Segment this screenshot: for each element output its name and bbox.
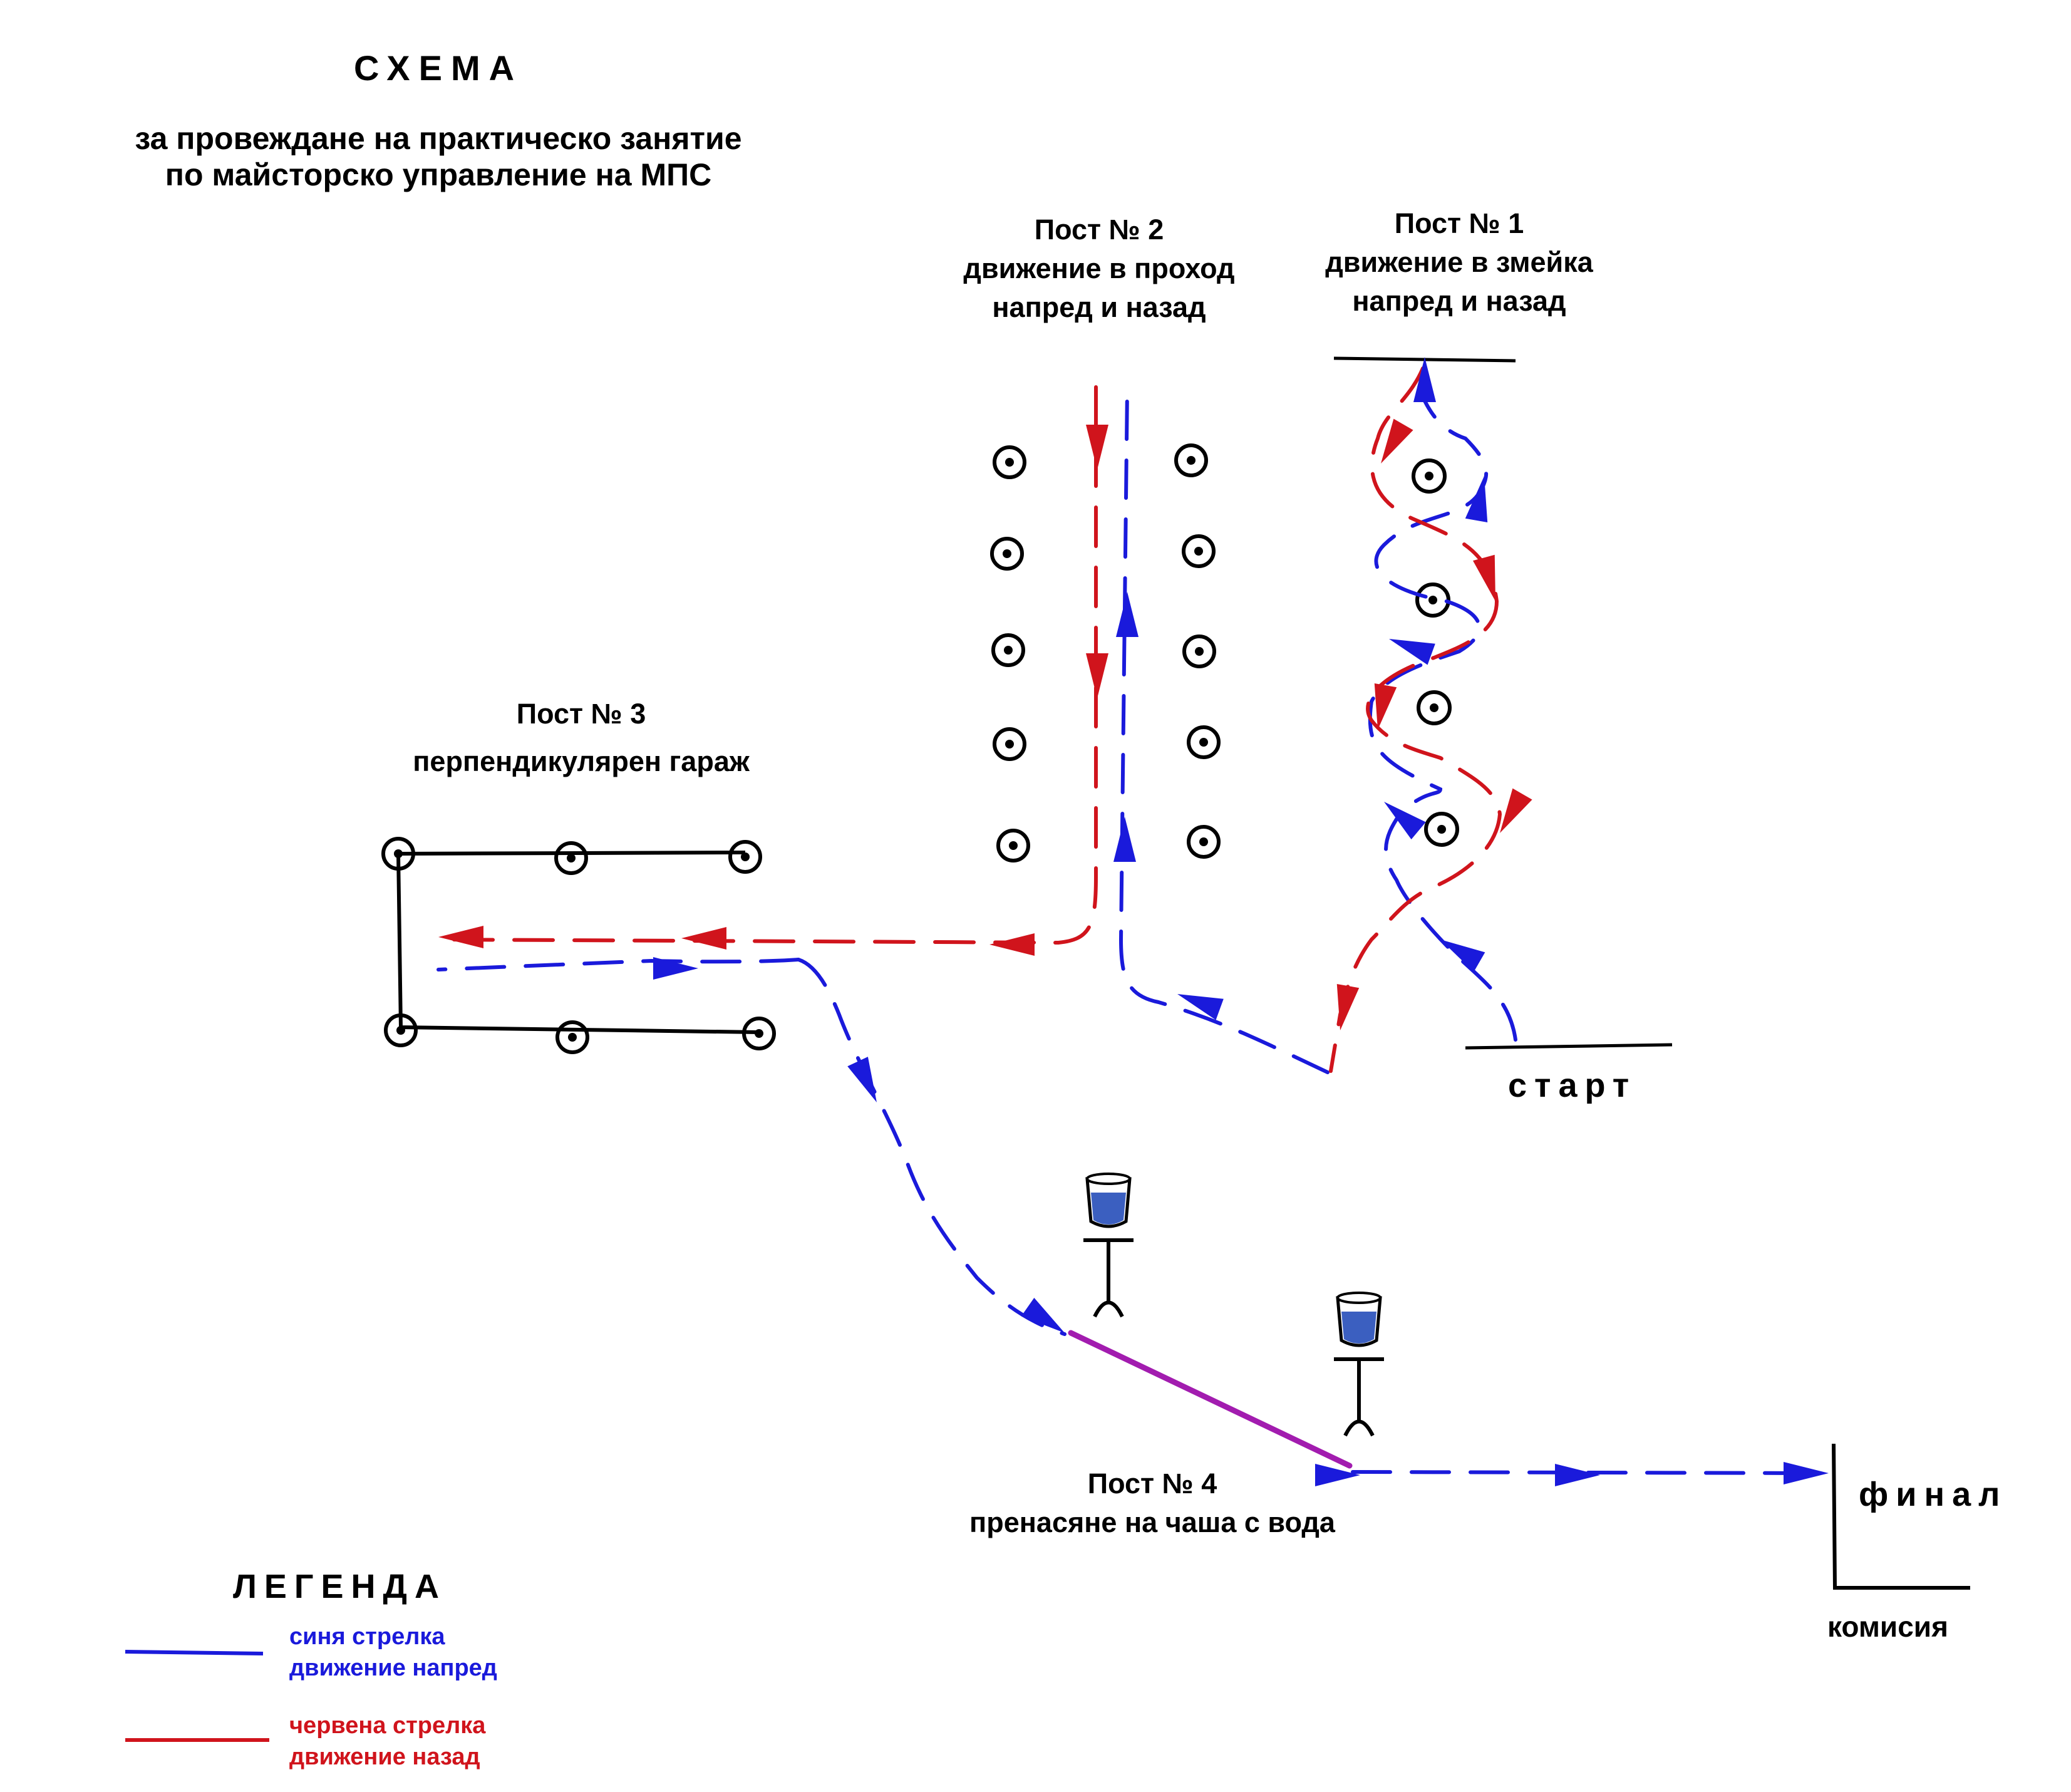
- post2-label: Пост № 2 движение в проход напред и наза…: [963, 210, 1234, 327]
- forward-path-to-finish: [1351, 1470, 1818, 1475]
- legend-red-text: червена стрелка движение назад: [289, 1710, 485, 1773]
- page-title: СХЕМА: [353, 48, 524, 88]
- red-arrowhead-icon: [1336, 983, 1360, 1030]
- backward-path-post2: [436, 385, 1098, 945]
- backward-path: [436, 366, 1502, 1073]
- post4-name: Пост № 4: [1087, 1468, 1217, 1499]
- post2-line-1: движение в проход: [963, 252, 1235, 284]
- subtitle-line-1: за провеждане на практическо занятие: [135, 121, 742, 156]
- legend-red-line-1: червена стрелка: [289, 1712, 486, 1739]
- commission-label: комисия: [1827, 1610, 1948, 1643]
- blue-arrowhead-icon: [1413, 357, 1436, 402]
- target-cone-icon: [996, 829, 1030, 862]
- post1-line-2: напред и назад: [1352, 285, 1566, 317]
- water-glass-icon: [1334, 1292, 1384, 1437]
- blue-arrowhead-icon: [653, 957, 698, 980]
- post4-line-1: пренасяне на чаша с вода: [969, 1506, 1335, 1538]
- post2-line-2: напред и назад: [992, 291, 1206, 323]
- blue-arrowhead-icon: [1113, 817, 1136, 862]
- target-cone-icon: [993, 727, 1026, 761]
- post3-garage: [396, 851, 758, 1034]
- target-cone-icon: [1412, 458, 1447, 494]
- post3-cones: [381, 837, 776, 1054]
- target-cone-icon: [993, 445, 1026, 479]
- red-arrowhead-icon: [1500, 788, 1532, 833]
- post1-label: Пост № 1 движение в змейка напред и наза…: [1325, 204, 1593, 321]
- legend-blue-line-2: движение напред: [289, 1655, 497, 1681]
- target-cone-icon: [1417, 690, 1452, 725]
- red-arrowhead-icon: [1381, 418, 1413, 464]
- red-arrowhead-icon: [1374, 683, 1397, 730]
- red-arrowhead-icon: [1086, 425, 1108, 470]
- post4-label: Пост № 4 пренасяне на чаша с вода: [969, 1464, 1335, 1542]
- blue-arrowhead-icon: [1315, 1464, 1360, 1486]
- target-cone-icon: [381, 837, 415, 871]
- finish-label: финал: [1859, 1476, 2008, 1513]
- post3-label: Пост № 3 перпендикулярен гараж: [413, 690, 750, 785]
- target-cone-icon: [1187, 725, 1221, 759]
- water-zone-line: [1068, 1330, 1353, 1469]
- post1-line-1: движение в змейка: [1325, 246, 1593, 278]
- forward-path: [436, 365, 1818, 1475]
- legend-title: ЛЕГЕНДА: [233, 1568, 447, 1605]
- target-cone-icon: [1424, 812, 1459, 847]
- post3-name: Пост № 3: [516, 698, 646, 730]
- blue-arrowhead-icon: [1784, 1462, 1829, 1484]
- target-cone-icon: [555, 1020, 589, 1054]
- target-cone-icon: [1182, 634, 1216, 668]
- blue-arrowhead-icon: [1177, 994, 1224, 1020]
- target-cone-icon: [1187, 825, 1221, 859]
- blue-arrowhead-icon: [1440, 940, 1485, 972]
- legend-blue-line: [125, 1650, 264, 1655]
- post2-name: Пост № 2: [1034, 214, 1164, 246]
- legend-blue-line-1: синя стрелка: [289, 1624, 445, 1650]
- target-cone-icon: [1415, 583, 1450, 618]
- blue-arrowhead-icon: [1021, 1297, 1065, 1333]
- forward-path-to-post3: [436, 958, 800, 971]
- subtitle-line-2: по майсторско управление на МПС: [165, 157, 712, 192]
- red-arrowhead-icon: [1086, 653, 1108, 698]
- subtitle: за провеждане на практическо занятие по …: [135, 120, 741, 193]
- forward-path-to-post2: [1118, 386, 1330, 1074]
- water-glass-icon: [1083, 1173, 1134, 1318]
- blue-arrowhead-icon: [1389, 639, 1435, 665]
- target-cone-icon: [384, 1013, 418, 1047]
- red-arrowhead-icon: [1472, 554, 1495, 601]
- legend-blue-text: синя стрелка движение напред: [289, 1621, 497, 1684]
- garage-outline: [396, 851, 758, 1034]
- target-cone-icon: [990, 537, 1024, 571]
- target-cone-icon: [554, 841, 588, 875]
- legend-red-line-2: движение назад: [289, 1744, 480, 1770]
- blue-arrowhead-icon: [1116, 592, 1139, 637]
- post2-cones: [990, 443, 1221, 862]
- red-arrowhead-icon: [681, 927, 726, 950]
- target-cone-icon: [1174, 443, 1208, 477]
- blue-arrowhead-icon: [1555, 1464, 1600, 1486]
- forward-path-to-post4: [797, 958, 1066, 1336]
- start-label: старт: [1508, 1067, 1637, 1104]
- target-cone-icon: [728, 840, 762, 874]
- target-cone-icon: [1182, 534, 1216, 568]
- post1-name: Пост № 1: [1394, 207, 1524, 239]
- finish-corner: [1832, 1443, 1970, 1590]
- post3-line-1: перпендикулярен гараж: [413, 745, 750, 777]
- backward-path-post1: [1329, 366, 1502, 1073]
- start-line: [1465, 1043, 1673, 1050]
- red-arrowhead-icon: [438, 926, 483, 948]
- water-glasses: [1083, 1173, 1384, 1437]
- target-cone-icon: [742, 1017, 776, 1050]
- blue-arrowhead-icon: [847, 1057, 877, 1102]
- target-cone-icon: [991, 633, 1025, 667]
- arrowheads: [438, 357, 1829, 1486]
- blue-arrowhead-icon: [1465, 476, 1488, 523]
- blue-arrowhead-icon: [1384, 802, 1426, 840]
- red-arrowhead-icon: [989, 933, 1035, 956]
